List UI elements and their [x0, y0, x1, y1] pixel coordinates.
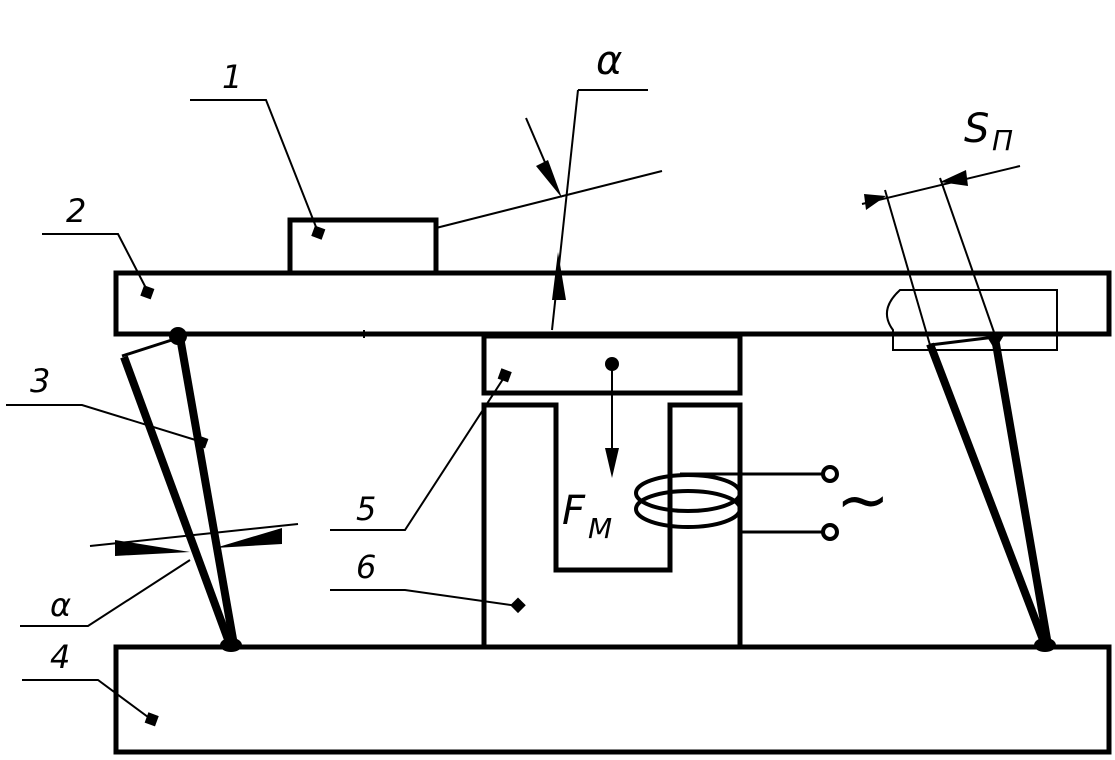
coil-turn-lower	[634, 489, 742, 529]
angle-arrow-upper-head	[536, 160, 562, 198]
terminal-upper	[821, 465, 839, 483]
gap-dimension-line	[861, 165, 1021, 205]
leader-part-6	[330, 589, 519, 607]
workpiece	[287, 217, 439, 276]
label-gap-subscript: П	[992, 124, 1013, 157]
terminal-lower	[821, 523, 839, 541]
left-angle-arrow-left	[115, 540, 190, 556]
tray-cutaway	[885, 289, 1058, 351]
marker-part-5	[497, 368, 512, 383]
leader-angle-left	[20, 559, 191, 627]
gap-arrow-left	[864, 194, 886, 210]
gap-arrow-right	[940, 170, 968, 186]
angle-arrow-lower-head	[552, 252, 566, 300]
upper-tray	[113, 270, 1112, 337]
left-spring-link	[121, 336, 179, 358]
marker-part-6	[510, 597, 526, 614]
label-gap-symbol: S	[964, 106, 989, 152]
leader-part-1	[190, 99, 319, 233]
gap-extension-left	[884, 189, 931, 346]
marker-part-4	[144, 712, 159, 727]
marker-part-2	[140, 285, 155, 300]
leader-part-3	[6, 404, 203, 443]
base	[113, 644, 1112, 755]
label-force-symbol: F	[562, 488, 586, 534]
leader-part-2	[42, 233, 149, 293]
label-force-subscript: M	[588, 512, 612, 545]
left-spring-bottom-joint	[220, 638, 242, 652]
label-part-2: 2	[66, 192, 86, 230]
right-spring-bottom-joint	[1034, 638, 1056, 652]
gap-extension-right	[939, 177, 996, 336]
angle-slope-line	[435, 170, 663, 229]
left-spring-top-joint	[169, 327, 187, 345]
force-arrow-head	[605, 448, 619, 478]
left-spring-outer	[120, 355, 234, 647]
label-part-4: 4	[50, 638, 70, 676]
label-ac-source: ~	[836, 464, 890, 538]
label-angle-top: α	[596, 38, 622, 84]
marker-part-3	[195, 435, 209, 449]
label-angle-left: α	[50, 586, 71, 624]
label-part-1: 1	[222, 58, 242, 96]
leader-part-5	[330, 375, 506, 531]
marker-part-1	[311, 225, 326, 240]
right-spring-link	[929, 335, 996, 347]
right-spring-inner	[991, 337, 1052, 646]
leader-part-4	[22, 679, 153, 721]
label-part-5: 5	[356, 490, 376, 528]
left-spring-inner	[176, 336, 238, 646]
electromagnet-core	[481, 402, 743, 647]
right-spring-outer	[926, 342, 1049, 647]
left-angle-arrow-right	[215, 528, 282, 548]
label-part-6: 6	[356, 548, 376, 586]
right-spring-top-joint	[984, 332, 1006, 350]
label-part-3: 3	[30, 362, 50, 400]
